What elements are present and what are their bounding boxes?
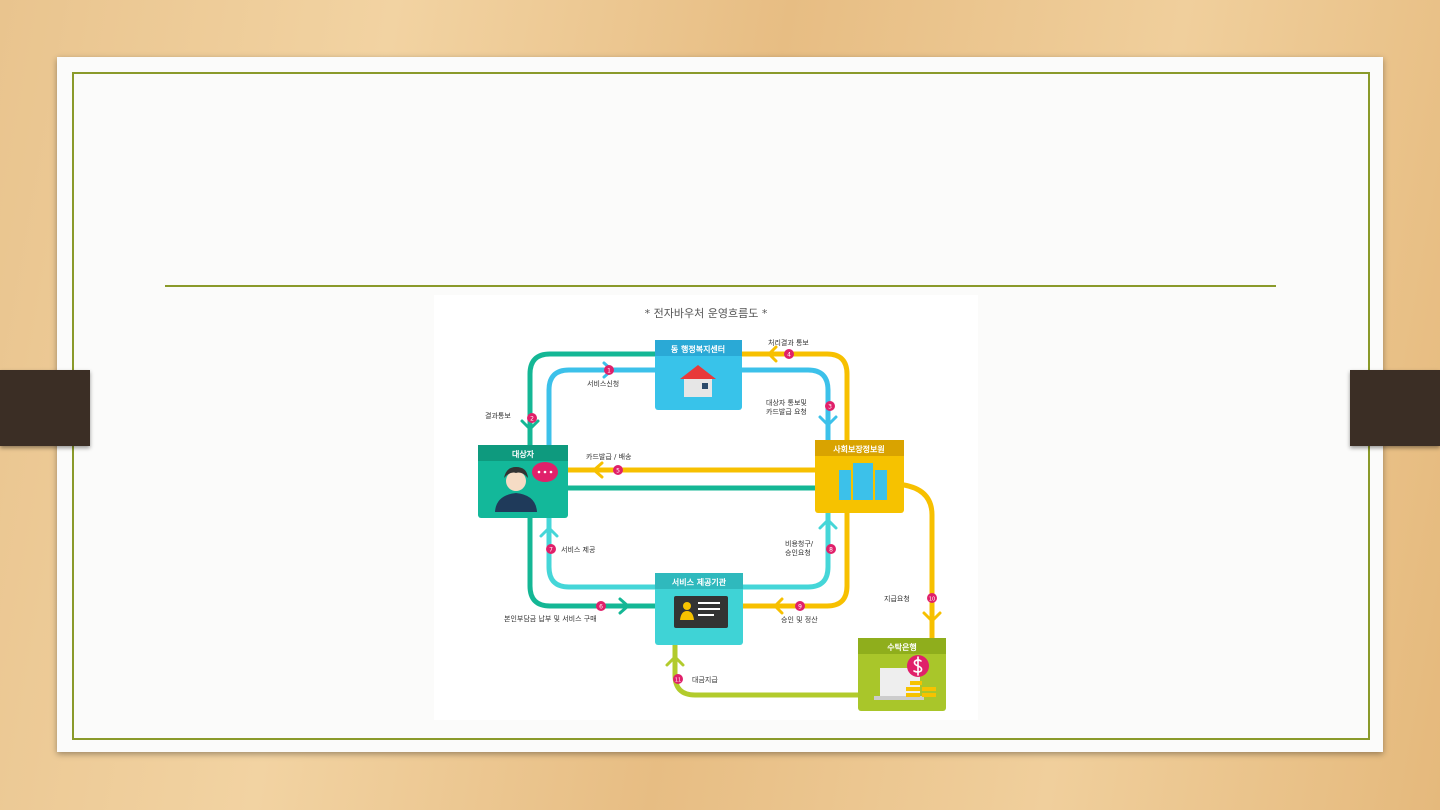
id-card-icon: [674, 596, 728, 628]
arrowhead-icon: [618, 597, 630, 615]
person-icon: [495, 467, 537, 512]
step-number: 4: [787, 352, 791, 359]
arrowhead-icon: [818, 518, 838, 530]
arrowhead-icon: [592, 461, 604, 479]
flow-cyan-claim: [740, 510, 831, 590]
step-number: 8: [829, 547, 833, 554]
step-label-line2: 카드발급 요청: [766, 407, 807, 416]
step-number: 1: [607, 368, 611, 375]
arrowhead-icon: [818, 415, 838, 427]
flow-lime-pay: [672, 642, 861, 698]
binder-clip-left: [0, 370, 90, 446]
step-number: 10: [929, 597, 935, 603]
node-community-center-label: 동 행정복지센터: [671, 344, 725, 354]
step-number: 7: [549, 547, 553, 554]
step-1: 1 서비스신청: [587, 365, 619, 388]
arrowhead-icon: [767, 345, 778, 363]
node-community-center: 동 행정복지센터: [655, 340, 742, 410]
arrowhead-icon: [539, 526, 559, 538]
step-label: 서비스 제공: [561, 545, 596, 554]
step-label-line2: 승인요청: [785, 548, 811, 557]
flow-blue-request: [739, 367, 831, 443]
flow-yellow-settle: [740, 510, 850, 609]
dollar-icon: [907, 655, 929, 677]
step-label: 처리결과 통보: [768, 338, 809, 347]
step-number: 11: [675, 678, 681, 684]
step-number: 9: [798, 604, 802, 611]
node-service-provider: 서비스 제공기관: [655, 573, 743, 645]
house-icon: [680, 365, 716, 397]
flow-teal-purchase: [527, 515, 658, 609]
step-10: 10 지급요청: [884, 593, 937, 603]
diagram-title: * 전자바우처 운영흐름도 *: [645, 307, 768, 320]
flow-yellow-payreq: [901, 482, 935, 641]
voucher-flow-diagram: * 전자바우처 운영흐름도 * 동 행정복지센터: [434, 295, 978, 720]
step-label: 승인 및 정산: [781, 615, 818, 624]
building-icon: [839, 463, 887, 500]
node-bank-label: 수탁은행: [887, 642, 916, 652]
node-recipient-label: 대상자: [512, 449, 535, 459]
step-4: 4 처리결과 통보: [768, 338, 809, 359]
node-social-security-info-service: 사회보장정보원: [815, 440, 904, 513]
step-label: 비용청구/: [785, 539, 814, 548]
node-trustee-bank: 수탁은행: [858, 638, 946, 711]
step-label: 대금지급: [692, 675, 718, 684]
step-2: 2 결과통보: [485, 411, 537, 423]
arrowhead-icon: [520, 419, 540, 431]
step-label: 본인부담금 납부 및 서비스 구매: [504, 614, 597, 623]
arrowhead-icon: [665, 655, 685, 667]
step-label: 대상자 통보및: [766, 398, 807, 407]
step-label: 결과통보: [485, 411, 511, 420]
coins-icon: [906, 681, 936, 697]
step-label: 카드발급 / 배송: [586, 452, 632, 461]
step-5: 5 카드발급 / 배송: [586, 452, 632, 475]
step-number: 2: [530, 416, 534, 423]
arrowhead-icon: [773, 597, 784, 615]
arrowhead-icon: [922, 611, 942, 623]
step-11: 11 대금지급: [673, 674, 718, 684]
flow-teal-result: [527, 351, 658, 448]
chat-bubble-icon: [532, 462, 558, 482]
node-provider-label: 서비스 제공기관: [672, 577, 727, 587]
node-recipient: 대상자: [478, 445, 568, 518]
title-divider: [165, 285, 1276, 287]
flow-yellow-notify: [739, 351, 850, 443]
step-8: 8 비용청구/승인요청: [785, 539, 836, 557]
step-number: 6: [599, 604, 603, 611]
binder-clip-right: [1350, 370, 1440, 446]
flow-cyan-service: [546, 515, 658, 590]
step-label: 지급요청: [884, 594, 910, 603]
step-number: 5: [616, 468, 620, 475]
node-ssis-label: 사회보장정보원: [833, 444, 885, 454]
step-label: 서비스신청: [587, 379, 619, 388]
step-9: 9 승인 및 정산: [781, 601, 818, 624]
flow-blue-apply: [546, 367, 658, 448]
step-7: 7 서비스 제공: [546, 544, 596, 554]
step-number: 3: [828, 404, 832, 411]
